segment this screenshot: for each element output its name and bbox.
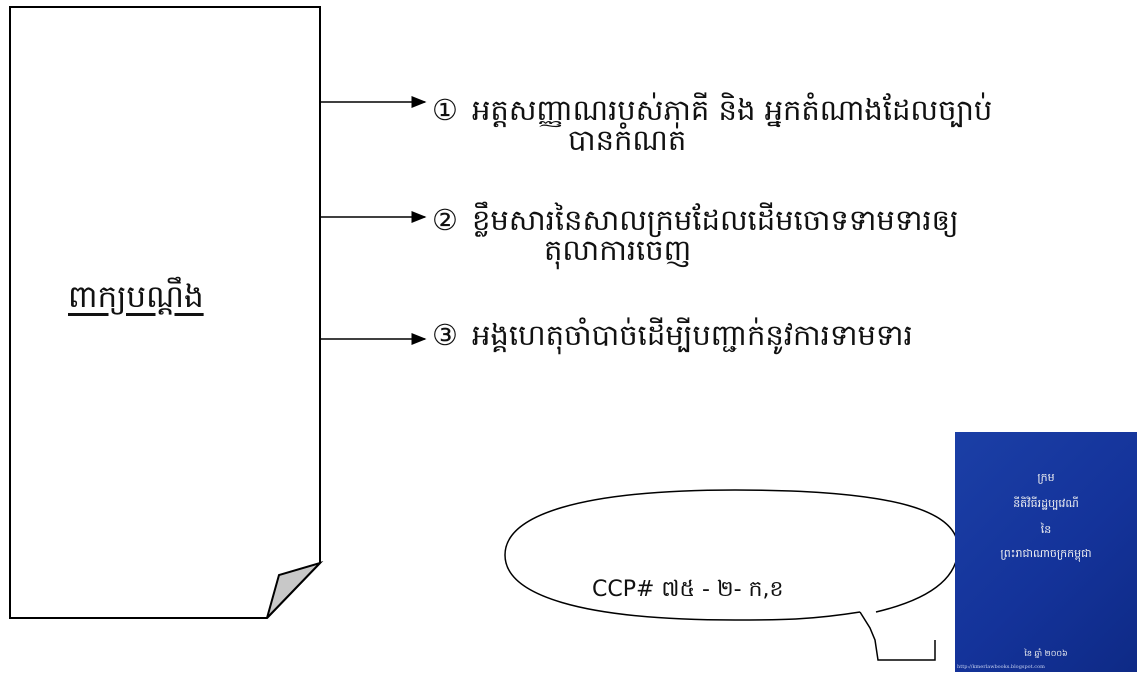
item-text-2-line2: តុលាការចេញ [544,233,692,267]
item-text-1-line2: បានកំណត់ [568,123,687,157]
callout-bubble [505,490,958,665]
content-item-1: ① អត្តសញ្ញាណរបស់ភាគី និង អ្នកតំណាងដែលច្បា… [432,95,992,155]
callout-text: CCP# ៧៥ - ២- ក,ខ [592,577,784,602]
book-url: http://kmerlawbooks.blogspot.com [957,664,1045,670]
book-title-line-1: ក្រម [1037,471,1055,484]
book-title-line-2: នីតិវិធីរដ្ឋប្បវេណី [1013,497,1079,510]
item-number-3: ③ [432,318,458,352]
item-text-1-line1: អត្តសញ្ញាណរបស់ភាគី និង អ្នកតំណាងដែលច្បាប… [472,93,993,127]
book-footer: នៃ ឆ្នាំ ២០០៦ [1024,649,1068,658]
item-number-2: ② [432,203,458,237]
folded-corner [266,560,324,619]
content-item-2: ② ខ្លឹមសារនៃសាលក្រមដែលដើមចោទទាមទារឲ្យ តុល… [432,205,959,265]
content-item-3: ③ អង្គហេតុចាំបាច់ដើម្បីបញ្ជាក់នូវការទាមទា… [432,320,913,350]
item-number-1: ① [432,93,458,127]
document-label: ពាក្យបណ្ដឹង [68,279,204,315]
item-text-3-line1: អង្គហេតុចាំបាច់ដើម្បីបញ្ជាក់នូវការទាមទារ [472,318,913,352]
book-title-line-3: នៃ [1040,523,1052,536]
book-cover-image: ក្រម នីតិវិធីរដ្ឋប្បវេណី នៃ ព្រះរាជាណាចក… [955,432,1137,672]
book-title-line-4: ព្រះរាជាណាចក្រកម្ពុជា [1000,547,1092,560]
item-text-2-line1: ខ្លឹមសារនៃសាលក្រមដែលដើមចោទទាមទារឲ្យ [472,203,959,237]
callout-tail [859,611,936,661]
